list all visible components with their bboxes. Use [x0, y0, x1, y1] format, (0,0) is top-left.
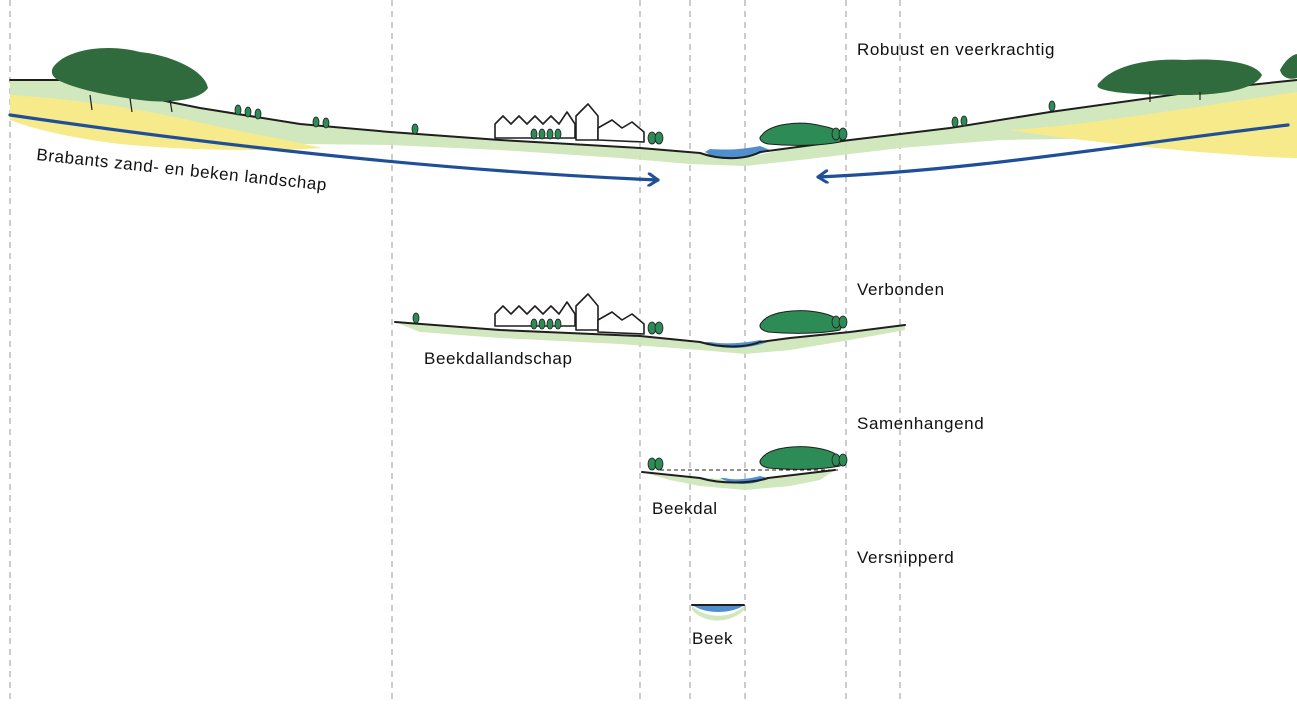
- scale-label-verbonden: Verbonden: [857, 280, 945, 299]
- riparian-forest-icon: [759, 310, 848, 334]
- small-trees-icon: [234, 100, 1056, 135]
- riparian-forest-icon: [759, 122, 848, 146]
- groundwater-flow-arrow-right: [816, 123, 1290, 177]
- village-houses-icon: [494, 103, 664, 145]
- trees-icon: [647, 457, 664, 471]
- groundwater-flow-arrow-left: [8, 113, 660, 180]
- profile-beekdal: [641, 446, 848, 490]
- ground-line: [394, 321, 906, 348]
- scale-label-versnipperd: Versnipperd: [857, 548, 954, 567]
- stream-water: [705, 146, 770, 160]
- grass-layer: [10, 80, 1297, 166]
- landscape-label-beekdallandschap: Beekdallandschap: [424, 349, 573, 368]
- forest-left-icon: [51, 48, 208, 113]
- sand-layer-left: [10, 95, 322, 151]
- ground-line: [641, 469, 836, 484]
- profile-beekdallandschap: [394, 293, 906, 354]
- landscape-label-beek: Beek: [692, 629, 733, 648]
- scale-label-samenhangend: Samenhangend: [857, 414, 984, 433]
- village-houses-icon: [412, 293, 664, 335]
- sand-layer-right: [1010, 92, 1297, 158]
- stream-water: [694, 606, 743, 612]
- profile-zand-beken: [8, 48, 1297, 180]
- forest-right-icon: [1097, 54, 1297, 102]
- scale-label-robuust: Robuust en veerkrachtig: [857, 40, 1055, 59]
- riparian-forest-icon: [759, 446, 848, 470]
- profile-beek: [691, 604, 745, 621]
- landscape-label-beekdal: Beekdal: [652, 499, 718, 518]
- landscape-label-zand-beken: Brabants zand- en beken landschap: [36, 145, 328, 194]
- grass-layer: [692, 606, 744, 621]
